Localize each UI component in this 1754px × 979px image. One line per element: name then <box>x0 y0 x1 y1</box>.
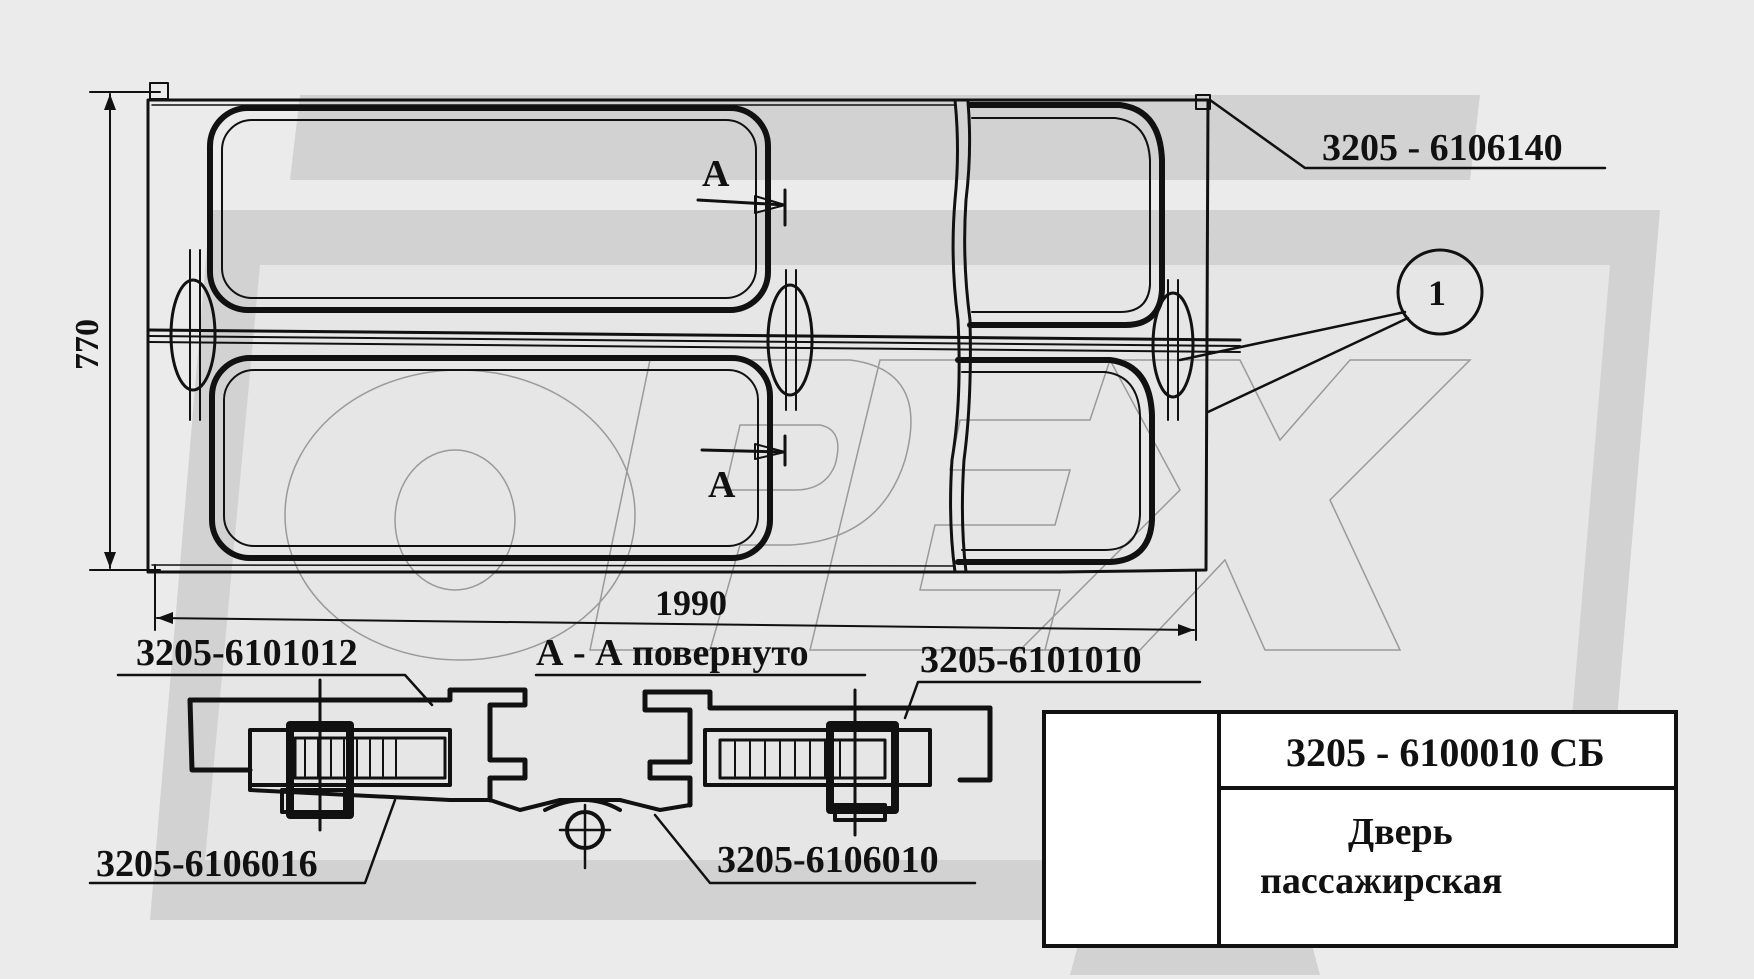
door-outer-frame <box>146 98 1210 574</box>
window-upper-right <box>967 102 1165 328</box>
width-dimension: 1990 <box>655 583 727 623</box>
callout-number: 1 <box>1428 273 1446 313</box>
hinge-right <box>1151 291 1195 399</box>
title-block-code: 3205 - 6100010 СБ <box>1286 730 1605 775</box>
title-block-name-line2: пассажирская <box>1260 860 1502 902</box>
section-left-assembly <box>187 678 528 832</box>
label-top-right-part: 3205 - 6106140 <box>1322 127 1563 169</box>
height-dimension-line <box>89 91 161 571</box>
leader-left-part <box>116 673 434 707</box>
leader-top-right <box>1208 98 1607 170</box>
callout-1: 1 <box>1178 248 1484 414</box>
label-bottom-center-part: 3205-6106010 <box>717 839 939 881</box>
hinge-center <box>766 283 814 397</box>
title-block: 3205 - 6100010 СБ Дверь пассажирская <box>1042 710 1678 948</box>
title-block-frame <box>1042 710 1678 948</box>
watermark-letter-x <box>1018 359 1472 651</box>
middle-rail <box>148 328 1242 342</box>
watermark-letter-r <box>589 359 912 651</box>
section-right-assembly <box>642 688 993 837</box>
dimensions: 770 1990 <box>69 91 1197 641</box>
height-dimension: 770 <box>69 319 106 370</box>
door-drawing <box>146 82 1242 574</box>
label-bottom-left-part: 3205-6106016 <box>96 843 318 885</box>
section-arrow-upper <box>696 188 787 227</box>
hinge-left <box>169 278 217 392</box>
window-lower-right <box>955 357 1155 565</box>
section-mark-lower: А <box>708 464 736 506</box>
section-mark-upper: А <box>702 153 730 195</box>
leader-bottom-center <box>653 813 977 885</box>
section-title: А - А повернуто <box>536 632 809 674</box>
title-block-name-line1: Дверь <box>1348 811 1453 853</box>
callout-leader-lower <box>1206 316 1410 414</box>
callout-leader-upper <box>1178 310 1407 362</box>
window-lower-left <box>209 355 773 561</box>
callout-circle <box>1396 248 1484 336</box>
section-arrow-lower <box>700 434 787 467</box>
section-center-bracket <box>488 798 692 870</box>
leaf-joint <box>949 98 961 574</box>
width-dimension-line <box>154 564 1197 641</box>
label-right-part: 3205-6101010 <box>920 639 1142 681</box>
leader-bottom-left <box>88 798 397 885</box>
label-left-part: 3205-6101012 <box>136 632 358 674</box>
